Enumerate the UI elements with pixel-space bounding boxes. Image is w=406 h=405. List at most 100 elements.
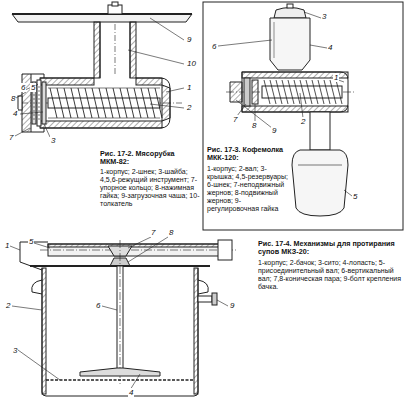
sieve-stroke	[46, 379, 194, 381]
leader-lines-stroke	[128, 237, 168, 262]
leader-lines-stroke	[34, 243, 50, 248]
screw-auger-stroke	[64, 88, 71, 118]
blade	[80, 368, 160, 376]
connecting-shaft-housing-stroke	[218, 240, 232, 260]
cutting-tools-stroke	[39, 86, 40, 120]
callout-number: 9	[186, 35, 192, 44]
leader-lines	[10, 237, 228, 390]
caption-legend: 1-корпус; 2-шнек; 3-шайба; 4,5,6-режущий…	[100, 168, 202, 208]
grinder-body-stroke	[242, 106, 348, 112]
millstones-stroke	[244, 78, 250, 106]
fixing-bolt	[198, 293, 217, 305]
screw-auger-stroke	[48, 98, 160, 108]
leader-lines-stroke	[20, 112, 43, 114]
auger-stroke	[282, 80, 288, 104]
screw-auger-stroke	[50, 88, 57, 118]
loading-bowl-stroke	[12, 13, 192, 15]
leader-lines-stroke	[304, 12, 321, 18]
screw-auger-stroke	[57, 88, 64, 118]
lower-reservoir	[292, 112, 348, 216]
callout-number: 5	[30, 83, 36, 92]
leader-lines-stroke	[15, 128, 30, 136]
feed-neck	[94, 22, 136, 78]
caption-heading: Рис. 17-3. Кофемолка МКК-120:	[207, 146, 291, 163]
callout-number: 1	[4, 241, 10, 250]
callout-number: 7	[150, 228, 156, 237]
body-housing-stroke	[40, 78, 170, 128]
millstones	[244, 78, 258, 106]
callout-number: 7	[232, 115, 238, 124]
callout-number: 4	[128, 388, 134, 397]
tank-stroke	[194, 268, 198, 394]
lid	[274, 4, 306, 18]
callout-number: 5	[352, 192, 358, 201]
screw-auger-stroke	[48, 88, 160, 89]
coffee-grinder-drawing	[203, 2, 403, 230]
vertical-shaft-stroke	[120, 240, 121, 384]
callout-number: 7	[8, 133, 14, 142]
cutting-tools-stroke	[42, 82, 46, 124]
callout-number: 3	[50, 136, 56, 145]
leader-lines-stroke	[255, 104, 256, 122]
pressure-nut-stroke	[18, 96, 22, 110]
sieve	[46, 380, 194, 381]
lid-stroke	[274, 8, 306, 19]
grinder-body-stroke	[242, 72, 348, 112]
leader-lines-stroke	[128, 237, 151, 248]
screw-auger	[48, 88, 162, 118]
lid-stroke	[287, 4, 293, 8]
callout-number: 10	[186, 59, 197, 68]
body-housing-stroke	[136, 78, 162, 85]
lower-reservoir-stroke	[292, 150, 348, 216]
adjusting-nut	[230, 82, 242, 102]
connecting-shaft-housing-stroke	[40, 250, 236, 251]
soup-mechanism-drawing	[10, 237, 236, 396]
screw-auger-stroke	[155, 88, 162, 118]
auger-stroke	[288, 80, 294, 104]
millstones-stroke	[252, 80, 258, 104]
leader-lines-stroke	[166, 88, 184, 92]
figure-frame	[203, 2, 403, 230]
callout-number: 3	[12, 346, 18, 355]
auger	[262, 80, 342, 104]
screw-auger-stroke	[134, 88, 141, 118]
screw-auger-stroke	[120, 88, 127, 118]
leader-lines-stroke	[18, 350, 60, 380]
pressure-nut-stroke	[31, 74, 44, 132]
fixing-bolt-stroke	[212, 293, 217, 305]
callout-number: 6	[20, 83, 26, 92]
feed-neck-stroke	[115, 24, 116, 76]
auger-stroke	[294, 80, 300, 104]
leader-lines-stroke	[128, 50, 184, 64]
auger-stroke	[324, 80, 330, 104]
loading-bowl-stroke	[112, 2, 118, 6]
callout-number: 8	[10, 94, 16, 103]
screw-auger-stroke	[148, 88, 155, 118]
body-housing	[20, 78, 182, 128]
blade-stroke	[80, 368, 160, 376]
callout-number: 3	[321, 12, 327, 21]
screw-auger-stroke	[78, 88, 85, 118]
auger-stroke	[330, 80, 336, 104]
callout-number: 4	[327, 43, 333, 52]
auger-stroke	[312, 80, 318, 104]
connecting-shaft-housing-stroke	[48, 244, 228, 247]
feed-neck-stroke	[130, 22, 131, 78]
caption-legend: 1-корпус; 2-вал; 3-крышка; 4,5-резервуар…	[207, 165, 291, 213]
grinder-body	[226, 72, 356, 112]
leader-lines-stroke	[10, 246, 20, 250]
adjusting-nut-stroke	[230, 82, 242, 102]
leader-lines-stroke	[150, 104, 184, 108]
callout-number: 8	[168, 228, 174, 237]
pressure-nut	[18, 74, 44, 132]
tank-stroke	[32, 280, 42, 294]
leader-lines-stroke	[300, 93, 303, 118]
screw-auger-stroke	[85, 88, 92, 118]
screw-auger-stroke	[141, 88, 148, 118]
callout-number: 8	[251, 121, 257, 130]
callout-number: 6	[95, 301, 101, 310]
leader-lines-stroke	[218, 40, 272, 46]
hopper	[270, 18, 310, 70]
